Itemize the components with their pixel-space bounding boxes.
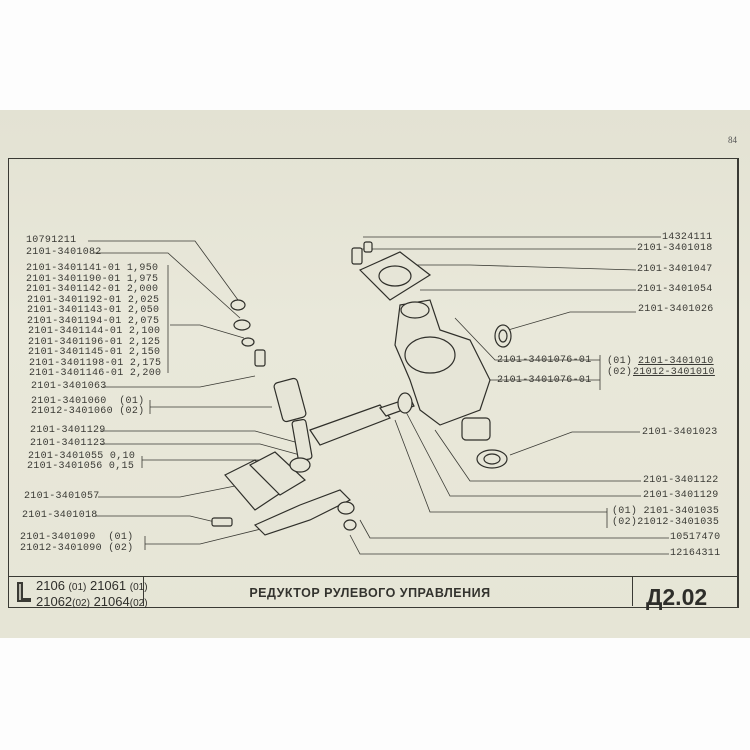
variant-label: (01) <box>607 356 633 367</box>
model-variant: (01) <box>68 582 87 593</box>
page-title: РЕДУКТОР РУЛЕВОГО УПРАВЛЕНИЯ <box>249 586 491 600</box>
parts <box>211 241 512 536</box>
title-block-border <box>8 576 738 577</box>
vaz-logo-icon <box>17 582 31 602</box>
model-variant: (02) <box>72 598 90 609</box>
part-label: 10791211 <box>26 235 77 246</box>
shim-label: 2101-3401198-01 2,175 <box>29 357 162 369</box>
part-label: 2101-3401018 <box>22 510 98 521</box>
page-number: 84 <box>728 135 737 145</box>
model-variant: (01) <box>129 582 148 593</box>
part-label: 2101-3401076-01 <box>497 375 592 386</box>
part-label: 2101-3401122 <box>643 475 719 486</box>
part-label: 2101-3401060 (01) <box>31 396 145 407</box>
part-label: 2101-3401023 <box>642 427 718 438</box>
variant-label: (02) <box>607 367 633 378</box>
part-label: 2101-3401082 <box>26 247 102 258</box>
model-number: 21064 <box>93 594 130 609</box>
part-label: 21012-3401060 (02) <box>31 406 145 417</box>
model-number: 2106 <box>36 578 65 593</box>
part-label: 2101-3401123 <box>30 438 106 449</box>
model-line-1: 2106 (01) 21061 (01) <box>36 578 148 593</box>
catalog-page <box>0 110 750 638</box>
part-label: 2101-3401129 <box>30 425 106 436</box>
assembly-part-number: 21012-3401010 <box>633 367 715 378</box>
model-number: 21062 <box>36 594 73 609</box>
model-number: 21061 <box>89 578 127 593</box>
part-label: 12164311 <box>670 548 721 559</box>
shim-label: 2101-3401196-01 2,125 <box>28 336 161 348</box>
shim-label: 2101-3401145-01 2,150 <box>28 347 161 358</box>
part-label: 14324111 <box>662 232 713 243</box>
part-label: 2101-3401090 (01) <box>20 532 134 543</box>
part-label: 2101-3401055 0,10 <box>28 451 136 462</box>
shim-label: 2101-3401192-01 2,025 <box>27 294 160 306</box>
shim-label: 2101-3401142-01 2,000 <box>26 284 159 295</box>
assembly-part-number: 2101-3401010 <box>638 356 714 367</box>
part-label: 10517470 <box>670 532 721 543</box>
drawing-frame <box>8 158 739 608</box>
part-label: (01) 2101-3401035 <box>612 506 720 517</box>
section-code: Д2.02 <box>646 584 708 610</box>
part-label: (02)21012-3401035 <box>612 517 720 528</box>
shim-label: 2101-3401144-01 2,100 <box>28 326 161 337</box>
part-label: 2101-3401047 <box>637 264 713 275</box>
shim-label: 2101-3401194-01 2,075 <box>27 315 160 327</box>
shim-label: 2101-3401141-01 1,950 <box>26 263 159 274</box>
shim-label: 2101-3401190-01 1,975 <box>26 273 159 285</box>
part-label: 2101-3401063 <box>31 381 107 392</box>
model-line-2: 21062(02) 21064(02) <box>36 594 148 609</box>
part-label: 2101-3401054 <box>637 284 713 295</box>
shim-label: 2101-3401146-01 2,200 <box>29 368 162 379</box>
divider <box>632 576 633 606</box>
model-variant: (02) <box>129 598 148 609</box>
part-label: 21012-3401090 (02) <box>20 543 134 554</box>
leader-lines <box>88 236 669 555</box>
part-label: 2101-3401018 <box>637 243 713 254</box>
part-label: 2101-3401056 0,15 <box>27 461 135 472</box>
shim-label: 2101-3401143-01 2,050 <box>27 305 160 316</box>
part-label: 2101-3401026 <box>638 304 714 315</box>
part-label: 2101-3401057 <box>24 491 100 502</box>
part-label: 2101-3401129 <box>643 490 719 501</box>
part-label: 2101-3401076-01 <box>497 355 592 366</box>
divider <box>143 576 144 606</box>
